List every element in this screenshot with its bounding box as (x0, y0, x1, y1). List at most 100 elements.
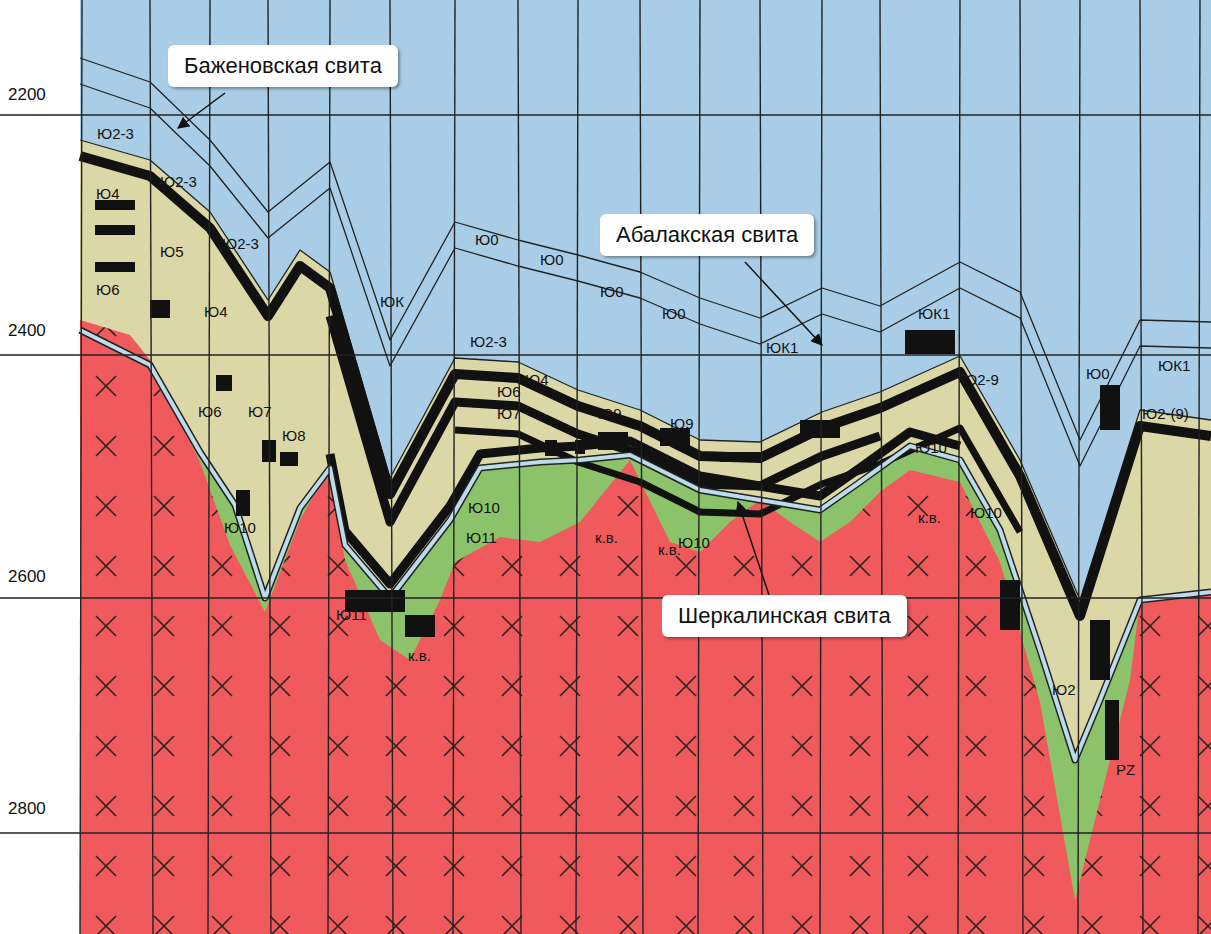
well-line (518, 0, 521, 934)
depth-grid-line (0, 114, 1211, 116)
coal-lens (236, 490, 250, 516)
coal-lens (1000, 580, 1020, 630)
stratum-label: Ю9 (598, 406, 622, 421)
depth-mark: 2600 (8, 568, 46, 585)
stratum-label: Ю6 (497, 384, 521, 399)
stratum-label: Ю2-3 (97, 126, 134, 141)
well-line (150, 0, 153, 934)
stratum-label: к.в. (408, 648, 431, 663)
stratum-label: ЮК1 (1158, 358, 1190, 373)
stratum-label: Ю9 (670, 416, 694, 431)
stratum-label: Ю4 (525, 372, 549, 387)
coal-lens (95, 262, 135, 272)
stratum-label: Ю10 (970, 505, 1002, 520)
stratum-label: Ю11 (466, 530, 497, 545)
coal-lens (150, 300, 170, 318)
coal-band (330, 432, 960, 584)
callout-box: Шеркалинская свита (662, 595, 907, 637)
formation-name: Абалакская свита (616, 222, 798, 248)
stratum-label: Ю7 (497, 406, 521, 421)
depth-grid-line (0, 597, 1211, 599)
coal-lens (598, 432, 628, 450)
leader-line (738, 502, 770, 598)
well-line (576, 0, 578, 934)
stratum-label: Ю0 (662, 306, 686, 321)
well-line (880, 0, 883, 934)
stratum-label: Ю10 (915, 440, 947, 455)
stratum-label: Ю2-(9) (1142, 406, 1189, 421)
leader-line (745, 262, 822, 345)
stratum-label: Ю5 (160, 244, 184, 259)
stratum-label: Ю10 (468, 500, 500, 515)
bazhenov-line (80, 84, 1211, 466)
stratum-label: Ю2-3 (160, 174, 197, 189)
well-line (1020, 0, 1023, 934)
coal-lens (905, 330, 955, 354)
well-line (328, 0, 330, 934)
coal-lens (800, 420, 840, 438)
coal-lens (1090, 620, 1110, 680)
coal-lens (95, 200, 135, 210)
callout-box: Баженовская свита (168, 45, 398, 87)
coal-lens (720, 452, 760, 462)
coal-lens (545, 440, 557, 456)
well-line (1140, 0, 1143, 934)
well-line (820, 0, 822, 934)
coal-lens (1105, 700, 1119, 760)
formation-name: Шеркалинская свита (678, 603, 891, 629)
depth-grid-line (0, 832, 1211, 834)
leader-line (178, 93, 225, 128)
stratum-label: Ю11 (336, 607, 367, 622)
stratum-label: PZ (1116, 762, 1135, 777)
well-line (80, 0, 82, 934)
well-line (640, 0, 643, 934)
coal-lens (95, 225, 135, 235)
well-line (760, 0, 763, 934)
well-line (453, 0, 455, 934)
stratum-label: Ю8 (282, 428, 306, 443)
stratum-label: Ю0 (600, 284, 624, 299)
stratum-label: к.в. (918, 510, 941, 525)
depth-mark: 2200 (8, 86, 46, 103)
stratum-label: Ю10 (678, 535, 710, 550)
stratum-label: Ю6 (198, 404, 222, 419)
stratum-label: ЮК (380, 294, 404, 309)
sea-ground (80, 0, 1211, 934)
stratum-label: Ю0 (1086, 366, 1110, 381)
depth-mark: 2800 (8, 800, 46, 817)
coal-lens (1100, 385, 1120, 430)
well-line (1198, 0, 1200, 934)
stratum-label: ЮК1 (766, 340, 798, 355)
stratum-label: к.в. (595, 530, 618, 545)
jurassic-sand (80, 140, 1211, 934)
stratum-label: Ю2-9 (962, 372, 999, 387)
well-line (268, 0, 271, 934)
coal-lens (405, 615, 435, 637)
stratum-label: Ю10 (224, 520, 256, 535)
depth-mark: 2400 (8, 322, 46, 339)
sand-edge (80, 330, 1211, 760)
coal-lens (280, 452, 298, 466)
stratum-label: Ю4 (204, 304, 228, 319)
well-line (958, 0, 960, 934)
stratum-label: Ю2-3 (222, 236, 259, 251)
formation-name: Баженовская свита (184, 53, 382, 79)
stratum-label: Ю6 (96, 282, 120, 297)
stratum-label: Ю0 (540, 252, 564, 267)
stratum-label: к.в. (658, 542, 681, 557)
depth-grid-line (0, 354, 1211, 356)
coal-lens (216, 375, 232, 391)
stratum-label: Ю4 (96, 186, 120, 201)
stratum-label: Ю0 (475, 232, 499, 247)
stratum-label: Ю7 (248, 404, 272, 419)
well-line (698, 0, 700, 934)
sand-band (80, 330, 1211, 760)
well-line (208, 0, 210, 934)
stratum-label: Ю2-3 (470, 334, 507, 349)
well-line (1078, 0, 1080, 934)
callout-box: Абалакская свита (600, 214, 814, 256)
stratum-label: Ю2 (1052, 682, 1076, 697)
stratum-label: ЮК1 (918, 306, 950, 321)
